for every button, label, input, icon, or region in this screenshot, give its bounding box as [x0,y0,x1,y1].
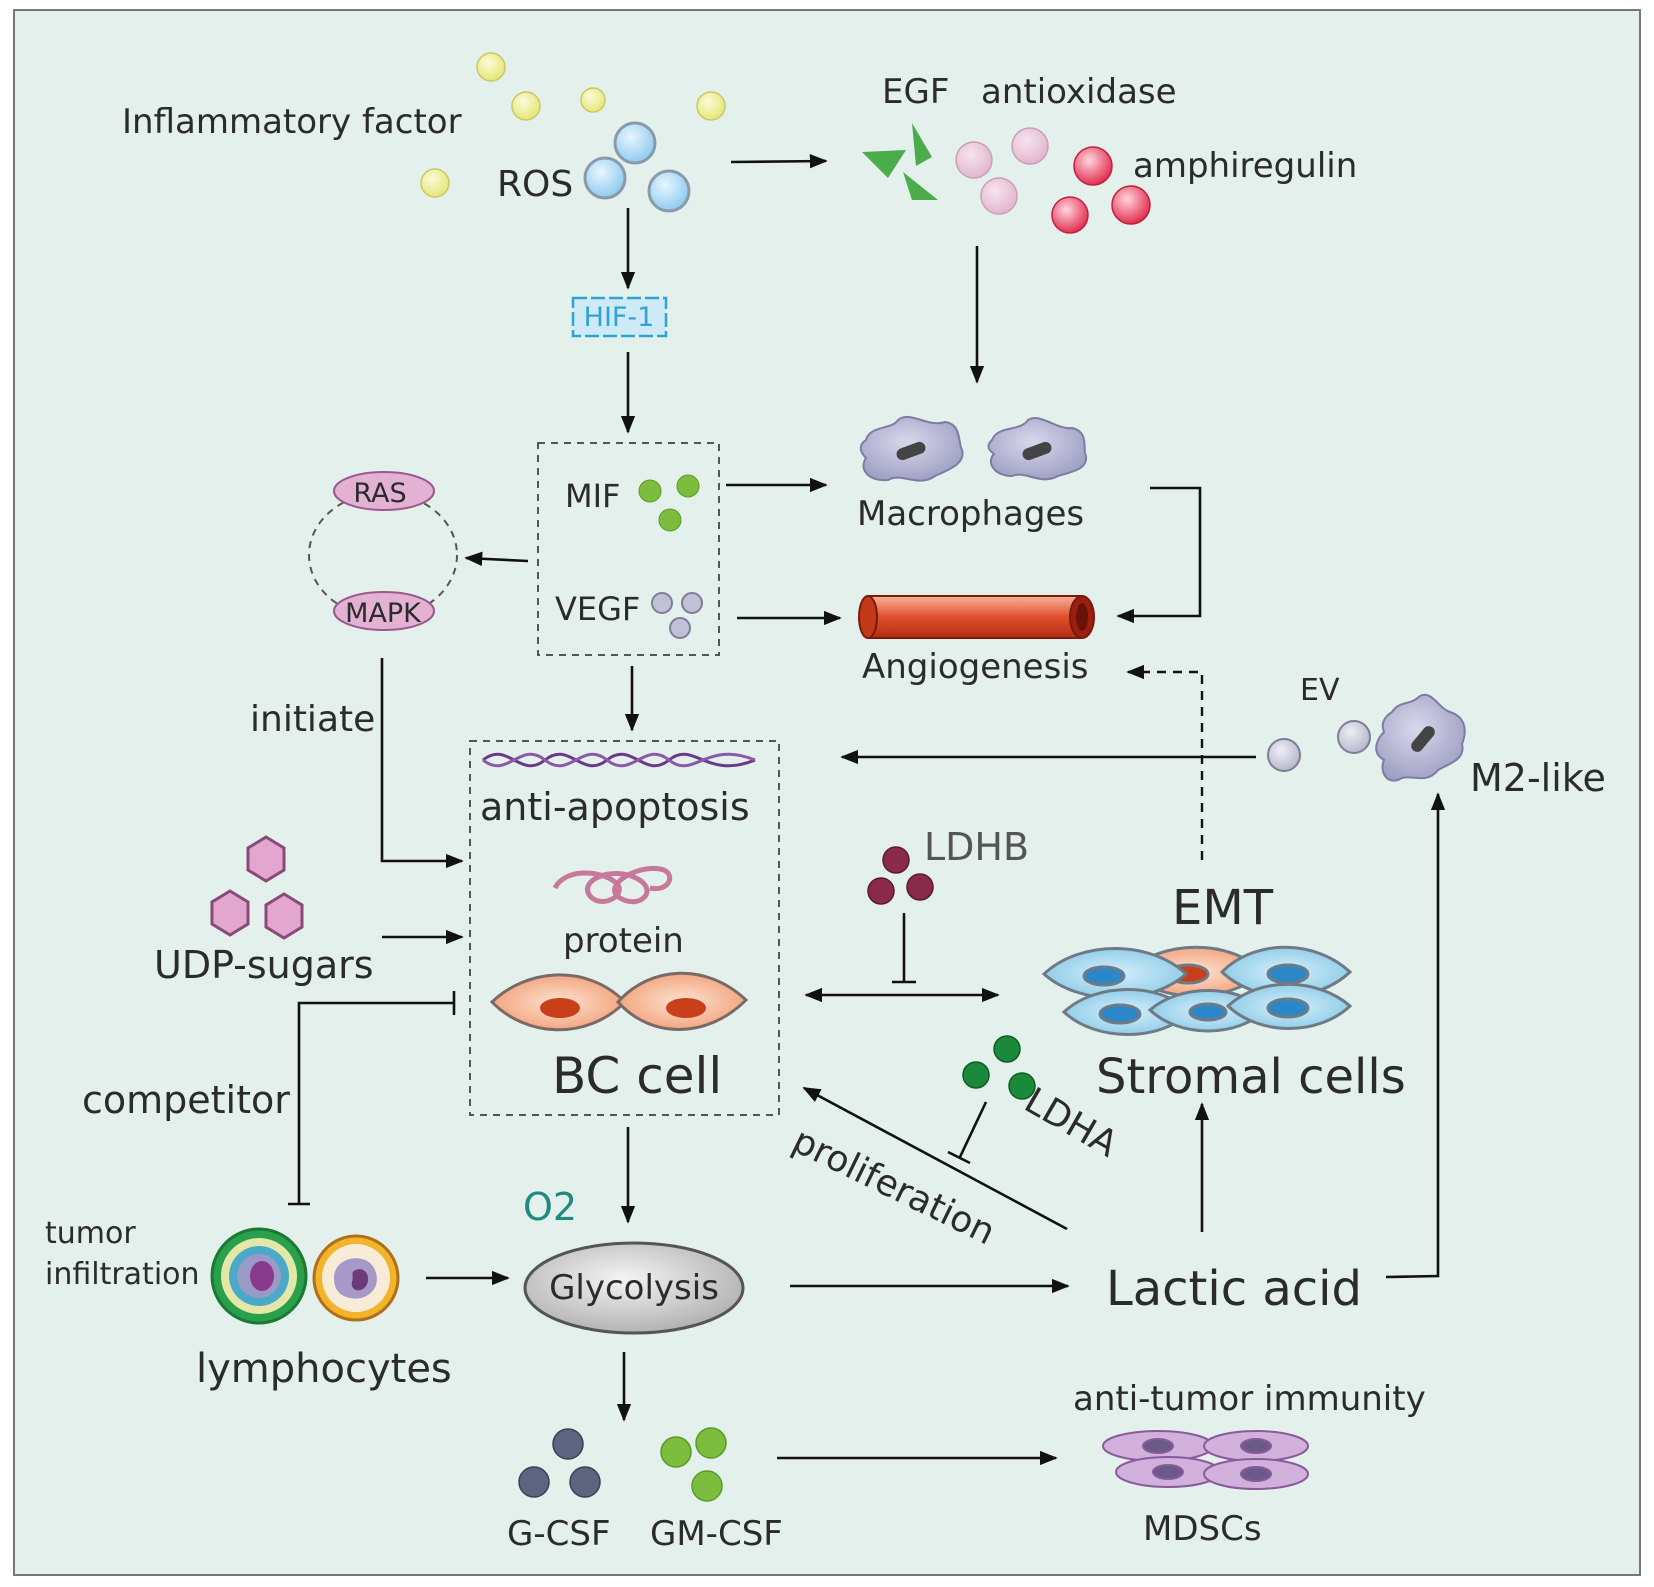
mif-label: MIF [565,477,620,515]
arrow-ros-to-egf [730,153,828,169]
ldha-dots [962,1035,1036,1100]
connectors [288,153,1446,1466]
background-panel [13,9,1641,1576]
inhibit-lymphocytes-competitor [297,1001,454,1204]
tumor-infiltration-label-line2: infiltration [45,1257,200,1292]
ev-dots [1267,720,1371,772]
hif1-box [571,296,668,338]
mapk-oval [333,591,435,631]
initiate-label: initiate [250,699,375,740]
bc-cell-box [469,740,780,1116]
gm-csf-label: GM-CSF [650,1514,783,1554]
competitor-label: competitor [82,1078,290,1122]
arrow-macrophages-to-angiogenesis [1116,486,1202,624]
inflammatory-factor-dots [420,52,726,198]
antioxidase-label: antioxidase [981,72,1177,112]
lymphocytes-label: lymphocytes [196,1346,452,1392]
g-csf-dots [518,1428,601,1498]
mdsc-cells [1102,1430,1309,1490]
ldhb-label: LDHB [924,825,1029,869]
ros-label: ROS [497,164,573,205]
inflammatory-factor-label: Inflammatory factor [122,102,462,142]
inhibit-ldha-bar [947,1150,971,1165]
arrow-box-to-ras-mapk [464,551,529,566]
g-csf-label: G-CSF [507,1514,611,1554]
tumor-infiltration-label-line1: tumor [45,1216,136,1251]
amphiregulin-dots [1051,146,1151,234]
antioxidase-dots [955,127,1049,215]
ldhb-dots [867,846,934,905]
bc-cells [489,971,749,1032]
bc-cell-label: BC cell [552,1047,722,1105]
glycolysis-label: Glycolysis [549,1268,719,1308]
lymphocyte-cells [210,1227,400,1325]
ras-oval [333,471,435,511]
emt-label: EMT [1172,880,1274,936]
arrow-lactic-to-m2-like [1385,792,1446,1279]
m2-like-label: M2-like [1470,756,1606,800]
mif-dots [638,474,700,532]
mapk-label: MAPK [345,598,422,629]
m2-macrophage-cell [1375,693,1466,782]
protein-label: protein [563,921,684,961]
blood-vessel [858,595,1095,639]
ras-label: RAS [353,478,406,509]
o2-label: O2 [523,1185,577,1229]
arrow-lactic-to-bc-proliferation [802,1086,1068,1231]
egf-triangles [862,123,938,200]
ev-label: EV [1300,673,1340,708]
lactic-acid-label: Lactic acid [1106,1261,1362,1317]
vegf-dots [651,592,703,639]
egf-label: EGF [882,72,949,112]
udp-sugar-hexagons [210,835,304,940]
udp-sugars-label: UDP-sugars [154,943,374,987]
vegf-label: VEGF [555,590,640,628]
anti-apoptosis-label: anti-apoptosis [480,785,750,829]
protein-icon [552,866,673,905]
arrow-mapk-initiate-to-bc-cell [380,658,464,869]
gm-csf-dots [660,1427,727,1502]
macrophage-cells [859,415,1088,482]
stromal-cells [1041,945,1353,1036]
stromal-cells-label: Stromal cells [1096,1049,1406,1105]
hif1-label: HIF-1 [584,302,655,333]
ros-dots [583,121,691,213]
inhibit-ldha-line [958,1101,988,1158]
macrophages-label: Macrophages [857,494,1084,534]
mif-vegf-box [537,442,720,656]
anti-tumor-immunity-label: anti-tumor immunity [1073,1379,1426,1419]
glycolysis-oval [523,1241,745,1335]
dna-helix-icon [482,752,756,768]
mdscs-label: MDSCs [1143,1509,1262,1549]
amphiregulin-label: amphiregulin [1133,146,1357,186]
angiogenesis-label: Angiogenesis [862,647,1088,687]
